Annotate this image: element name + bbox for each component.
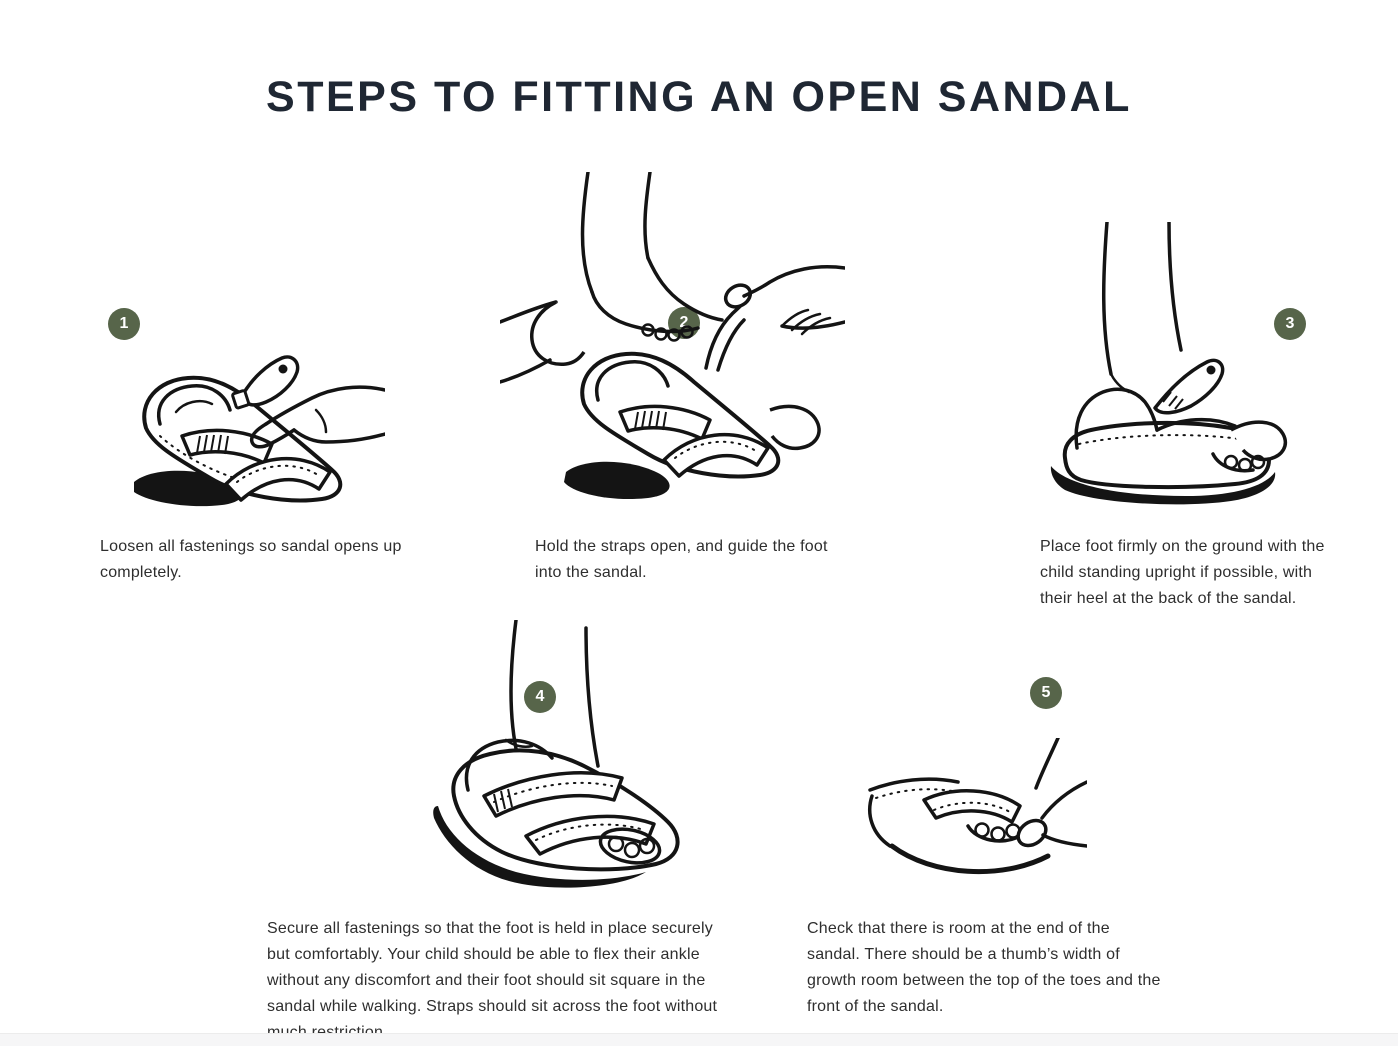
ankle-strap-tab [1153, 358, 1225, 415]
velcro-hatch [196, 434, 229, 455]
heel-inner-line [174, 400, 214, 414]
step-4-caption: Secure all fastenings so that the foot i… [267, 920, 718, 1041]
step-1-caption: Loosen all fastenings so sandal opens up… [100, 538, 402, 581]
sandal-shadow [1050, 466, 1276, 505]
upper-strap [482, 771, 624, 818]
thumb [1016, 818, 1048, 848]
step-2-caption: Hold the straps open, and guide the foot… [535, 538, 828, 581]
sandal-shadow [433, 806, 646, 888]
heel-cup [464, 738, 554, 792]
child-leg [580, 172, 724, 334]
step-3-number: 3 [1285, 315, 1295, 332]
step-3-drawing [1050, 222, 1288, 505]
loosen-fastenings-sandal-illustration [120, 332, 385, 527]
buckle-hole [278, 364, 288, 374]
step-5-caption: Check that there is room at the end of t… [807, 920, 1161, 1015]
hand [249, 385, 385, 449]
toe-strap-stitching [933, 801, 1011, 813]
step-5-badge: 5 [1030, 677, 1062, 709]
foot-standing-in-sandal-illustration [1035, 222, 1295, 522]
vamp-line [1155, 417, 1237, 432]
upper-strap-stitching [493, 781, 613, 803]
velcro-hatch [493, 788, 513, 813]
rim-stitching [875, 788, 953, 799]
toe-strap-stitching [674, 440, 757, 459]
toe-strap [224, 456, 332, 502]
sole-ground-line [889, 843, 1051, 875]
check-growth-room-illustration [862, 738, 1087, 888]
helper-hand-left [500, 300, 586, 384]
toe-strap [922, 789, 1022, 824]
step-3-badge: 3 [1274, 308, 1306, 340]
sandal-top-rim [868, 777, 960, 792]
buckle-hole [1206, 365, 1216, 375]
step-5-drawing [868, 738, 1087, 875]
toe-strap-stitching [236, 464, 319, 483]
secure-fastenings-illustration [398, 620, 723, 888]
step-1-badge: 1 [108, 308, 140, 340]
step-4-badge: 4 [524, 681, 556, 713]
step-1-drawing [134, 355, 385, 507]
step-3-caption: Place foot firmly on the ground with the… [1040, 538, 1325, 607]
next-section-edge [0, 1033, 1398, 1046]
heel-strap-loop [769, 404, 821, 451]
lower-strap [524, 814, 656, 856]
step-4-number: 4 [535, 688, 545, 705]
child-leg [1101, 222, 1183, 394]
open-toe [1211, 452, 1266, 473]
step-2-number: 2 [679, 314, 689, 331]
foot-toes [641, 323, 694, 342]
heel-cup [595, 360, 670, 402]
heel-curve [868, 794, 892, 848]
step-2-drawing [500, 172, 845, 500]
helper-hand-right [723, 265, 845, 336]
buckle-tab [240, 355, 300, 407]
toe-strap [662, 432, 770, 478]
checking-hand [1016, 738, 1087, 848]
page-title: STEPS TO FITTING AN OPEN SANDAL [266, 72, 1132, 121]
lower-strap-stitching [535, 823, 645, 841]
open-toe [966, 822, 1022, 843]
step-4-drawing [433, 620, 680, 888]
heel-cup [1074, 387, 1159, 450]
velcro-hatch [634, 410, 667, 431]
step-5-number: 5 [1041, 684, 1051, 701]
fingertip [723, 283, 753, 309]
step-1-number: 1 [119, 315, 129, 332]
velcro-hatch [1162, 391, 1184, 410]
sole-stitching [159, 435, 255, 485]
sandal-shadow [564, 461, 670, 500]
sole-stitching [1078, 434, 1248, 445]
guide-foot-into-sandal-illustration [500, 172, 845, 522]
buckle-base [231, 389, 251, 410]
open-toe [598, 827, 662, 865]
child-leg [504, 620, 600, 768]
heel-cup [157, 384, 232, 426]
